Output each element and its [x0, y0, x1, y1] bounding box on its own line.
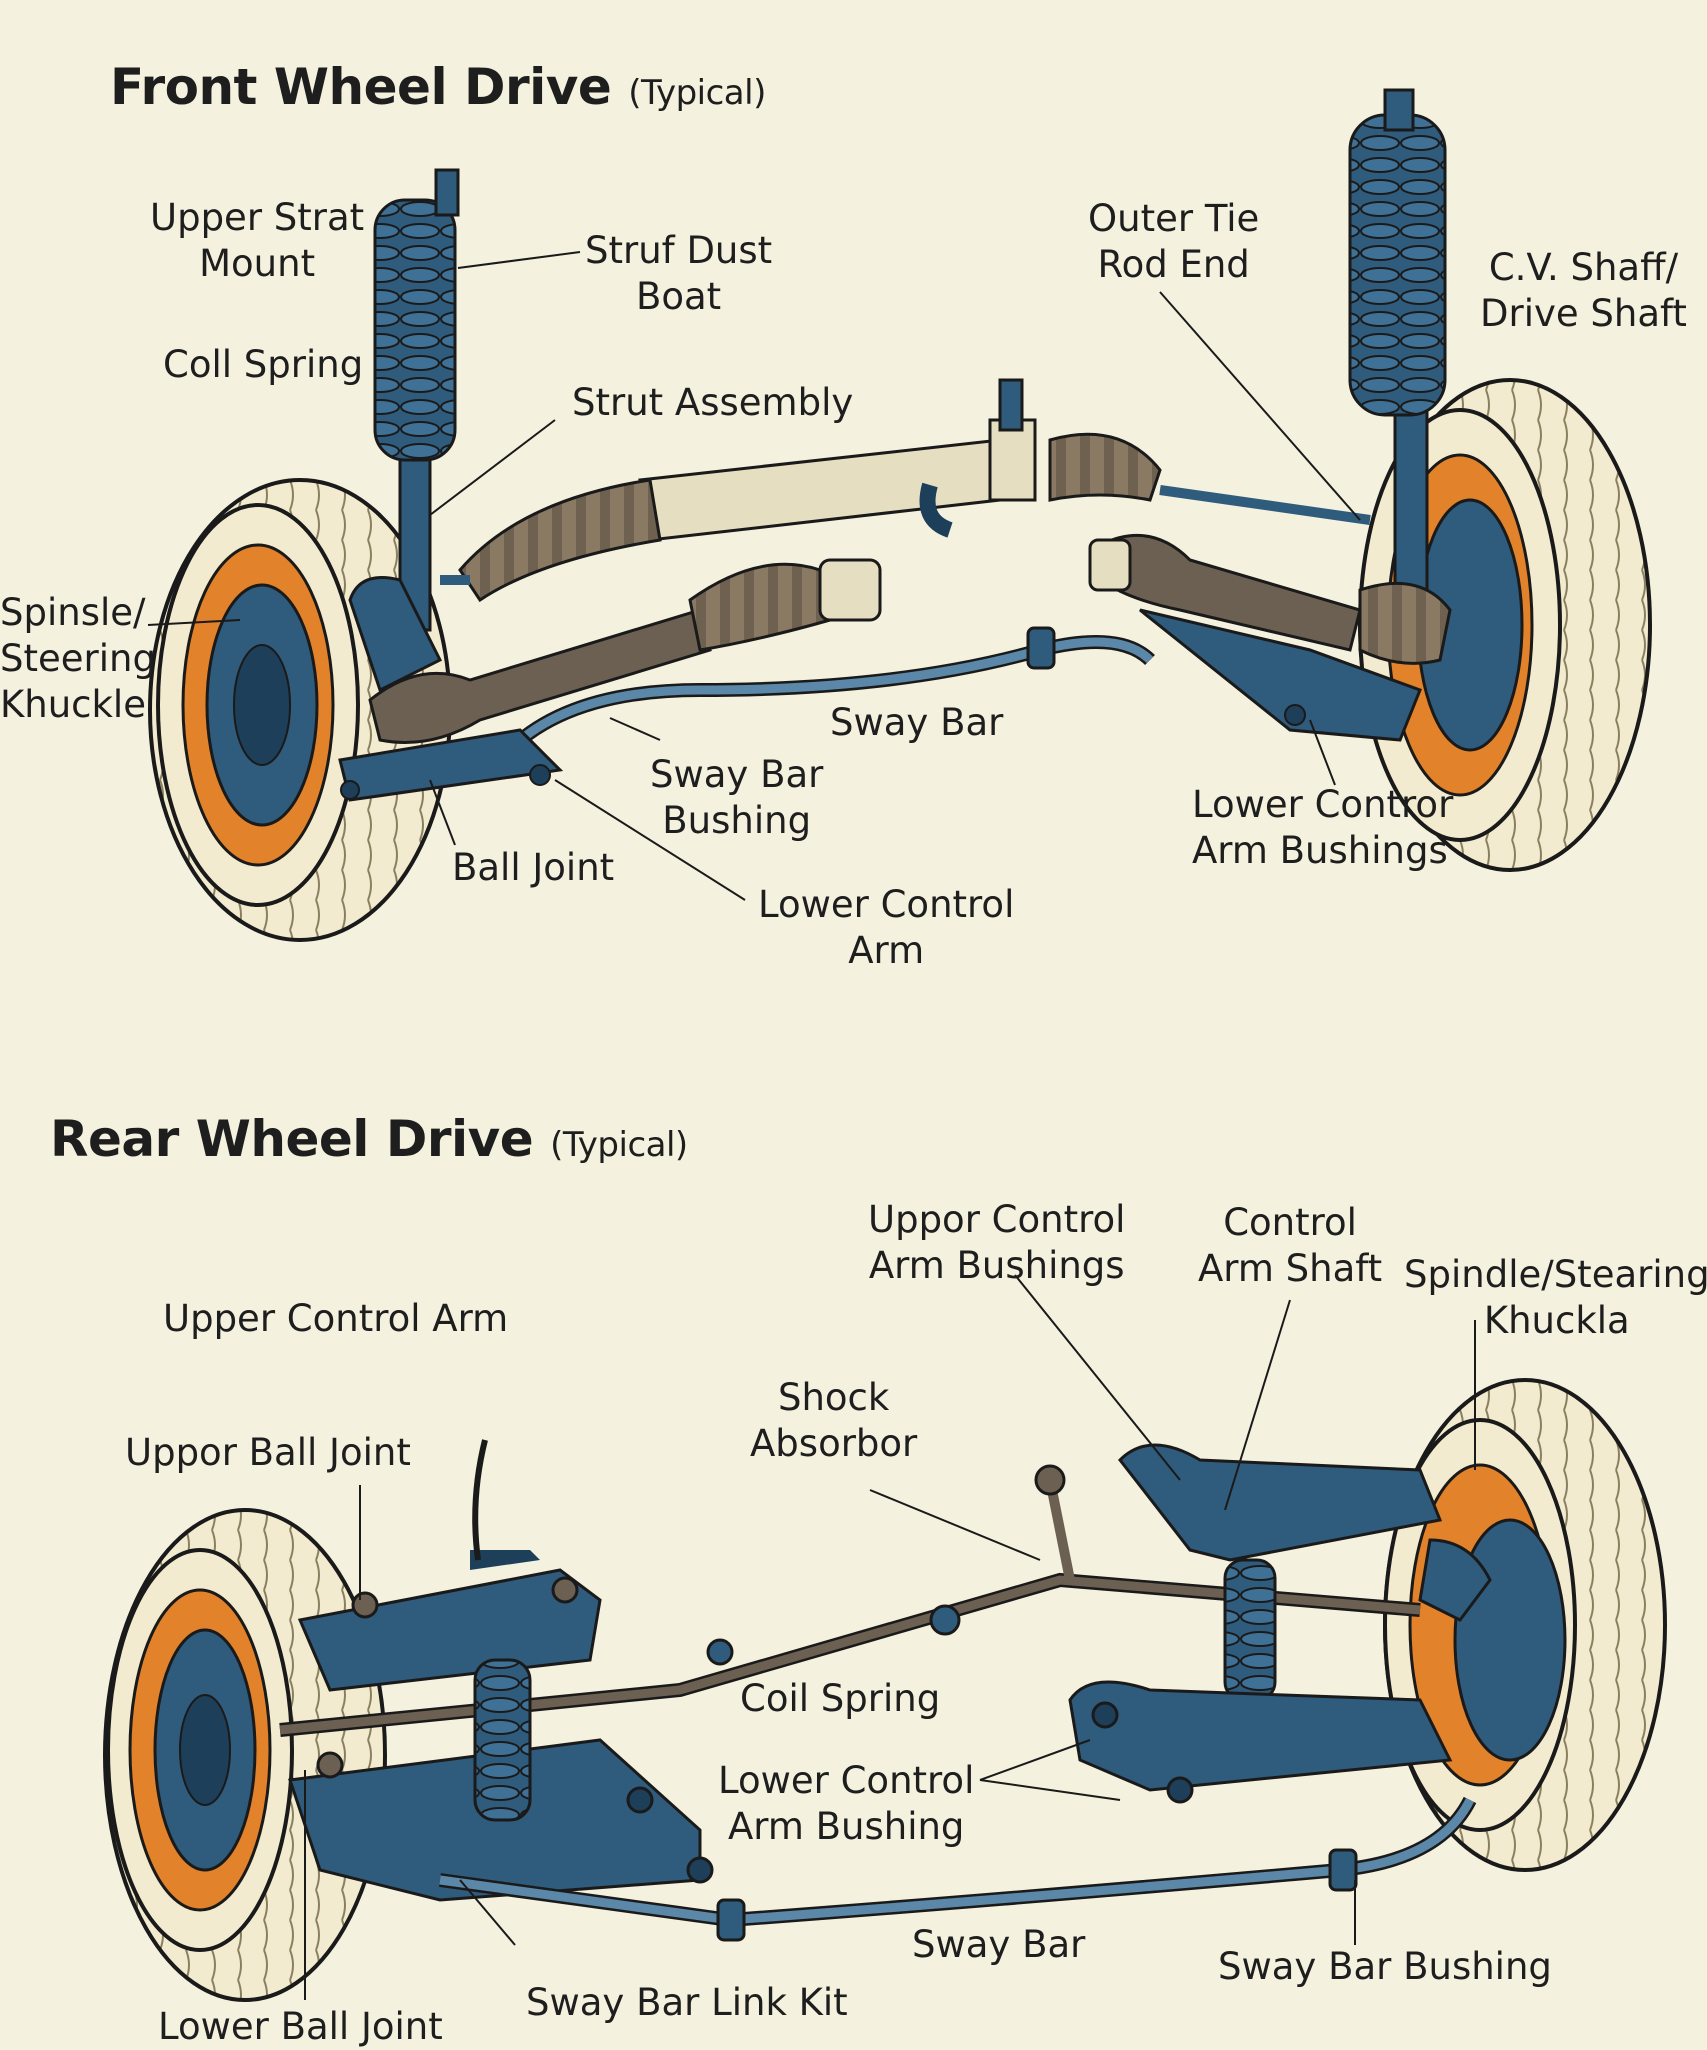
rear-left-control-arms: [288, 1439, 714, 1902]
label-lower-control-arm-bushings: Lower Contror Arm Bushings: [1192, 783, 1454, 872]
label-sway-bar-bushing: Sway Bar Bushing: [650, 753, 824, 842]
rear-leader-lines: [304, 1274, 1476, 2000]
label-rear-sway-bar: Sway Bar: [912, 1923, 1086, 1966]
label-rear-coil-spring: Coil Spring: [740, 1677, 941, 1720]
rear-right-wheel: [1383, 1378, 1667, 1872]
label-upper-control-arm: Upper Control Arm: [163, 1297, 509, 1340]
rear-left-wheel: [103, 1508, 387, 2002]
label-upper-strut-mount: Upper Strat Mount: [150, 196, 365, 285]
label-spindle-steering-knuckle: Spinsle/ Steering Khuckle: [0, 591, 156, 726]
front-lower-control-arms: [338, 608, 1422, 802]
label-rear-spindle-steering-knuckle: Spindle/Stearing Khuckla: [1404, 1253, 1707, 1342]
label-lower-control-arm: Lower Control Arm: [758, 883, 1015, 972]
label-control-arm-shaft: Control Arm Shaft: [1198, 1201, 1383, 1290]
label-ball-joint: Ball Joint: [452, 846, 615, 889]
front-section-title: Front Wheel Drive (Typical): [110, 58, 766, 116]
front-cv-shafts: [368, 533, 1452, 744]
front-right-strut: [1348, 88, 1447, 602]
label-upper-ball-joint: Uppor Ball Joint: [125, 1431, 411, 1474]
label-sway-bar: Sway Bar: [830, 701, 1004, 744]
rear-section-title: Rear Wheel Drive (Typical): [50, 1110, 688, 1168]
label-shock-absorber: Shock Absorbor: [750, 1376, 918, 1465]
label-cv-drive-shaft: C.V. Shaff/ Drive Shaft: [1480, 246, 1687, 335]
label-sway-bar-link-kit: Sway Bar Link Kit: [526, 1981, 848, 2024]
label-lower-control-arm-bushing: Lower Control Arm Bushing: [718, 1759, 975, 1848]
rear-sway-bar: [439, 1796, 1477, 1942]
front-leader-lines: [147, 251, 1361, 901]
steering-rack: [440, 378, 1371, 603]
rear-right-control-arms: [1068, 1443, 1492, 1804]
front-left-strut: [348, 168, 460, 693]
front-sway-bar: [494, 626, 1155, 765]
label-strut-assembly: Strut Assembly: [572, 381, 854, 424]
label-upper-control-arm-bushings: Uppor Control Arm Bushings: [868, 1198, 1126, 1287]
label-strut-dust-boot: Struf Dust Boat: [585, 229, 773, 318]
label-coil-spring: Coll Spring: [163, 343, 364, 386]
label-rear-sway-bar-bushing: Sway Bar Bushing: [1218, 1945, 1552, 1988]
label-outer-tie-rod-end: Outer Tie Rod End: [1088, 197, 1260, 286]
label-lower-ball-joint: Lower Ball Joint: [158, 2005, 443, 2048]
